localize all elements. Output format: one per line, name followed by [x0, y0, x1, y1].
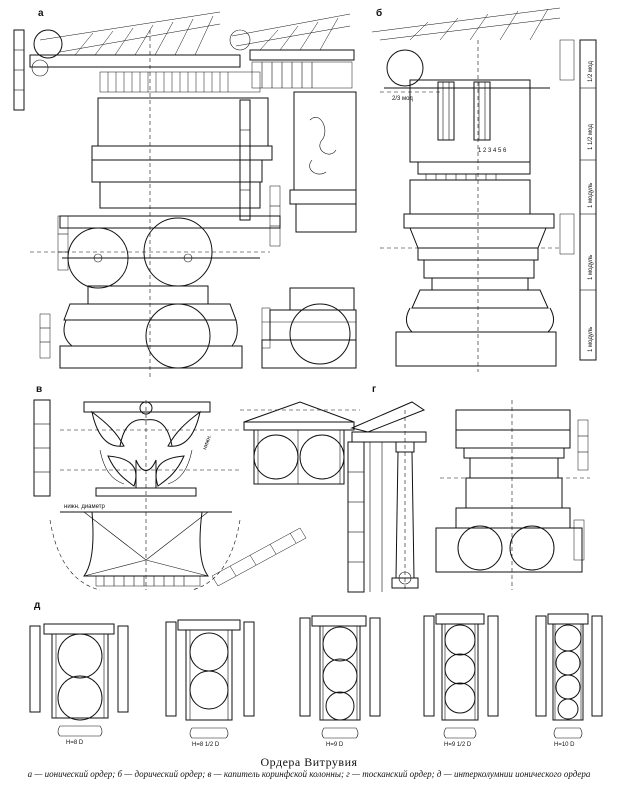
module-label-5: 1 модуль — [588, 327, 594, 352]
figure-caption: а — ионический ордер; б — дорический орд… — [27, 769, 591, 779]
intercol-label-1: H=8 D — [66, 740, 84, 746]
module-label-4: 1 модуль — [588, 255, 594, 280]
panel-a-ionic-order: а — [13, 8, 281, 380]
tuscan-column-detail — [435, 400, 590, 590]
intercolumniation-2: H=8 1/2 D — [165, 619, 255, 748]
triglyph-numbers: 1 2 3 4 5 6 — [478, 148, 507, 154]
figure-title: Ордера Витрувия — [260, 755, 358, 769]
panel-label-a: а — [38, 8, 44, 19]
intercol-label-4: H=9 1/2 D — [444, 742, 472, 748]
panel-g-tuscan-order: г — [347, 384, 427, 593]
module-label-3: 1 модуль — [588, 183, 594, 208]
panel-label-d: д — [34, 600, 41, 611]
intercol-label-3: H=9 D — [326, 742, 344, 748]
panel-label-g: г — [372, 384, 376, 395]
intercol-label-2: H=8 1/2 D — [192, 742, 220, 748]
panel-label-b: б — [376, 7, 382, 19]
lower-label: нижн. — [202, 434, 213, 451]
temple-facade-sketch — [240, 401, 360, 485]
module-label-2: 1 1/2 мод — [588, 124, 594, 150]
intercolumniation-1: H=8 D — [29, 623, 129, 746]
intercolumniation-5: H=10 D — [535, 613, 603, 748]
intercolumniation-3: H=9 D — [299, 615, 381, 748]
panel-v-corinthian-capital: в нижн. нижн. диаметр — [33, 384, 307, 591]
intercolumniation-4: H=9 1/2 D — [423, 613, 499, 748]
lower-diameter-label: нижн. диаметр — [64, 504, 106, 510]
panel-a-ionic-side-elevation — [229, 13, 357, 369]
module-scale: 1/2 мод 1 1/2 мод 1 модуль 1 модуль 1 мо… — [579, 39, 597, 361]
panel-b-doric-order: б 2/3 мод 1 2 3 4 5 6 — [371, 7, 597, 372]
module-label-1: 1/2 мод — [588, 61, 594, 82]
panel-d-ionic-intercolumniations: д H=8 D H=8 1/2 D — [29, 600, 603, 748]
two-thirds-module-label: 2/3 мод — [392, 96, 413, 102]
panel-label-v: в — [36, 384, 42, 395]
intercol-label-5: H=10 D — [554, 742, 575, 748]
